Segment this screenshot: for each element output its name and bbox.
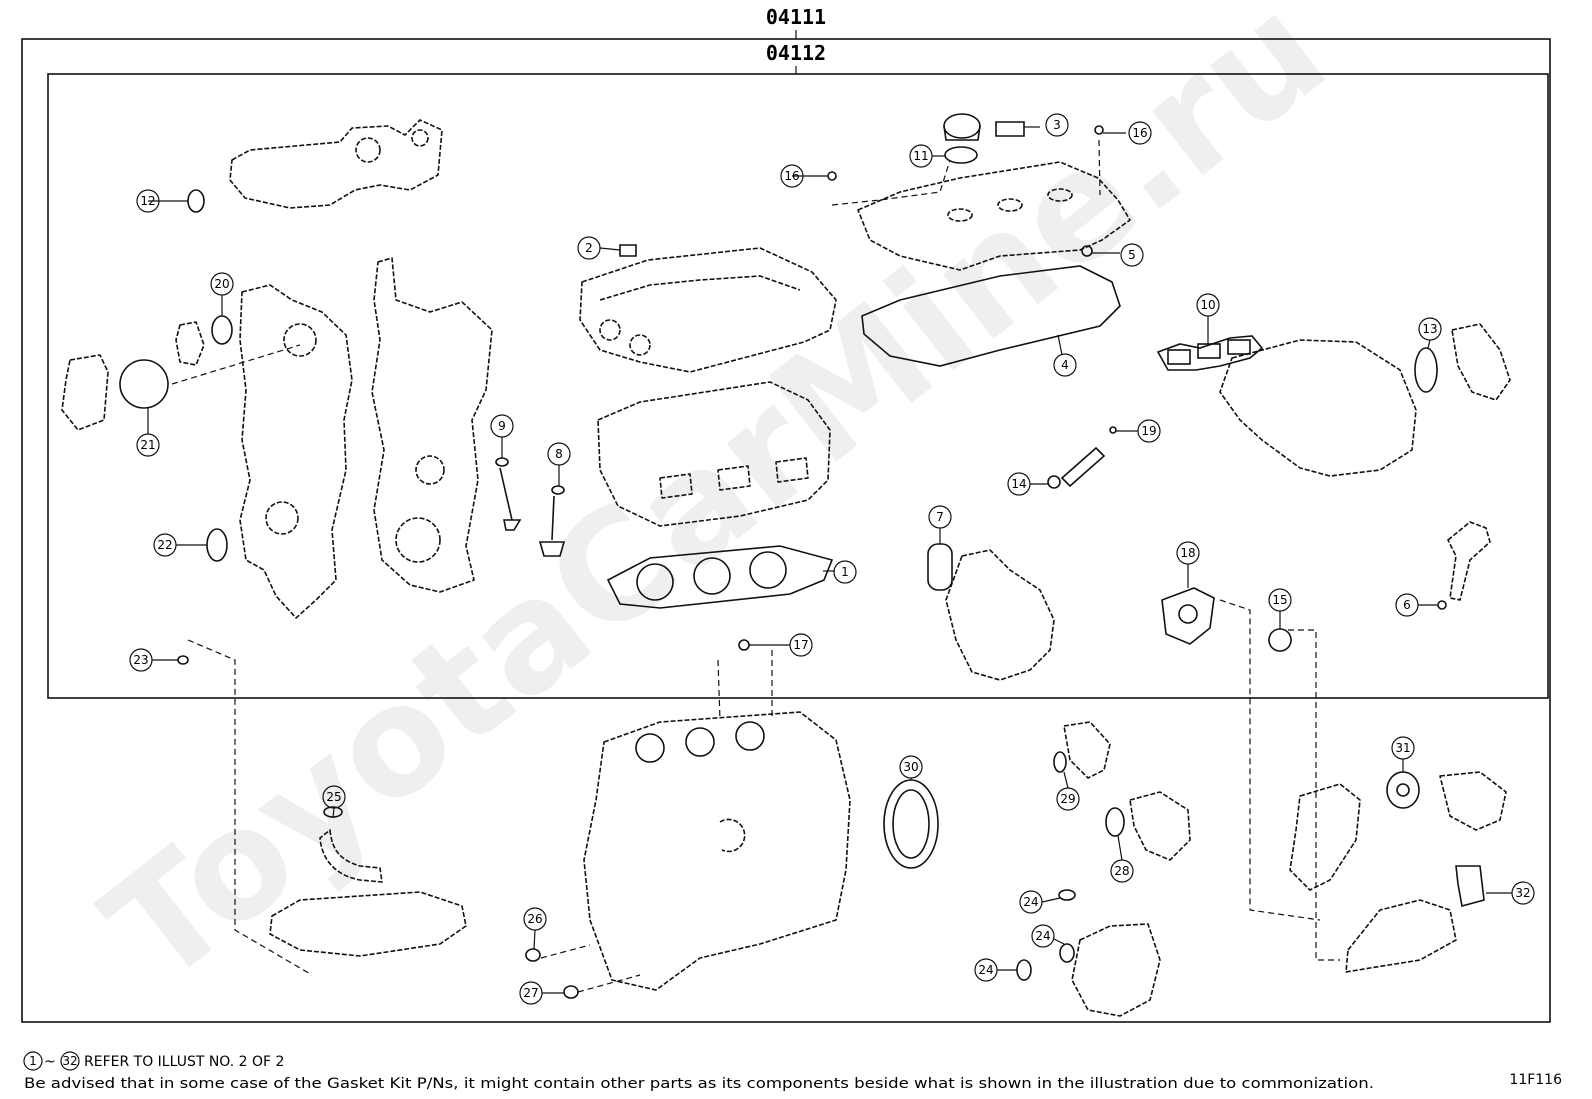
callout-13: 13 (1418, 317, 1442, 341)
callout-6: 6 (1395, 593, 1419, 617)
callout-24a: 24 (1019, 890, 1043, 914)
svg-text:5: 5 (1128, 248, 1136, 262)
callout-23: 23 (129, 648, 153, 672)
svg-text:29: 29 (1060, 792, 1075, 806)
svg-text:27: 27 (523, 986, 538, 1000)
association-lines (171, 139, 1340, 993)
callout-21: 21 (136, 433, 160, 457)
callout-18: 18 (1176, 541, 1200, 565)
callout-28: 28 (1110, 859, 1134, 883)
outer-kit-frame (21, 38, 1551, 1023)
callout-30: 30 (899, 755, 923, 779)
callout-15: 15 (1268, 588, 1292, 612)
callout-26: 26 (523, 907, 547, 931)
svg-text:11: 11 (913, 149, 928, 163)
svg-text:1: 1 (841, 565, 849, 579)
callout-17: 17 (789, 633, 813, 657)
callout-2: 2 (577, 236, 601, 260)
svg-text:12: 12 (140, 194, 155, 208)
callout-10: 10 (1196, 293, 1220, 317)
note-advice-text: Be advised that in some case of the Gask… (24, 1076, 1374, 1092)
callout-3: 3 (1045, 113, 1069, 137)
svg-text:16: 16 (1132, 126, 1147, 140)
callout-14: 14 (1007, 472, 1031, 496)
svg-text:21: 21 (140, 438, 155, 452)
svg-text:2: 2 (585, 241, 593, 255)
leader-lines (147, 126, 1512, 994)
svg-text:24: 24 (1023, 895, 1038, 909)
part-sketches (61, 113, 1511, 1017)
svg-text:8: 8 (555, 447, 563, 461)
callout-22: 22 (153, 533, 177, 557)
svg-text:15: 15 (1272, 593, 1287, 607)
inner-kit-code: 04112 (766, 41, 826, 65)
callout-29: 29 (1056, 787, 1080, 811)
callout-11: 11 (909, 144, 933, 168)
callout-31: 31 (1391, 736, 1415, 760)
inner-kit-frame (47, 73, 1549, 699)
callout-20: 20 (210, 272, 234, 296)
svg-text:3: 3 (1053, 118, 1061, 132)
callout-19: 19 (1137, 419, 1161, 443)
svg-text:16: 16 (784, 169, 799, 183)
svg-text:18: 18 (1180, 546, 1195, 560)
callout-12: 12 (136, 189, 160, 213)
callout-16b: 16 (1128, 121, 1152, 145)
svg-text:25: 25 (326, 790, 341, 804)
callout-27: 27 (519, 981, 543, 1005)
svg-text:10: 10 (1200, 298, 1215, 312)
callout-1: 1 (833, 560, 857, 584)
svg-text:28: 28 (1114, 864, 1129, 878)
svg-text:24: 24 (1035, 929, 1050, 943)
gasket-sketches (119, 121, 1485, 999)
svg-text:22: 22 (157, 538, 172, 552)
callout-24c: 24 (974, 958, 998, 982)
svg-text:6: 6 (1403, 598, 1411, 612)
svg-text:26: 26 (527, 912, 542, 926)
callout-7: 7 (928, 505, 952, 529)
svg-text:13: 13 (1422, 322, 1437, 336)
svg-text:30: 30 (903, 760, 918, 774)
note-range-separator: ~ (44, 1054, 56, 1070)
callouts: 1 2 3 4 5 6 7 8 9 10 11 12 13 14 15 16 1… (129, 113, 1535, 1005)
note-range-end: 32 (62, 1054, 77, 1068)
svg-text:19: 19 (1141, 424, 1156, 438)
note-range-start: 1 (29, 1054, 37, 1068)
callout-5: 5 (1120, 243, 1144, 267)
svg-text:24: 24 (978, 963, 993, 977)
callout-4: 4 (1053, 353, 1077, 377)
svg-text:4: 4 (1061, 358, 1069, 372)
callout-25: 25 (322, 785, 346, 809)
callout-16a: 16 (780, 164, 804, 188)
callout-8: 8 (547, 442, 571, 466)
footer-note: 1 ~ 32 REFER TO ILLUST NO. 2 OF 2 Be adv… (23, 1051, 1562, 1092)
svg-text:20: 20 (214, 277, 229, 291)
svg-text:32: 32 (1515, 886, 1530, 900)
svg-text:23: 23 (133, 653, 148, 667)
svg-text:31: 31 (1395, 741, 1410, 755)
callout-32: 32 (1511, 881, 1535, 905)
svg-text:17: 17 (793, 638, 808, 652)
callout-24b: 24 (1031, 924, 1055, 948)
figure-id: 11F116 (1509, 1072, 1562, 1088)
watermark: ToyotaCarMine.ru (75, 0, 1357, 1018)
svg-text:14: 14 (1011, 477, 1026, 491)
svg-text:7: 7 (936, 510, 944, 524)
outer-kit-code: 04111 (766, 5, 826, 29)
note-refer-text: REFER TO ILLUST NO. 2 OF 2 (84, 1054, 284, 1070)
callout-9: 9 (490, 414, 514, 438)
svg-text:9: 9 (498, 419, 506, 433)
